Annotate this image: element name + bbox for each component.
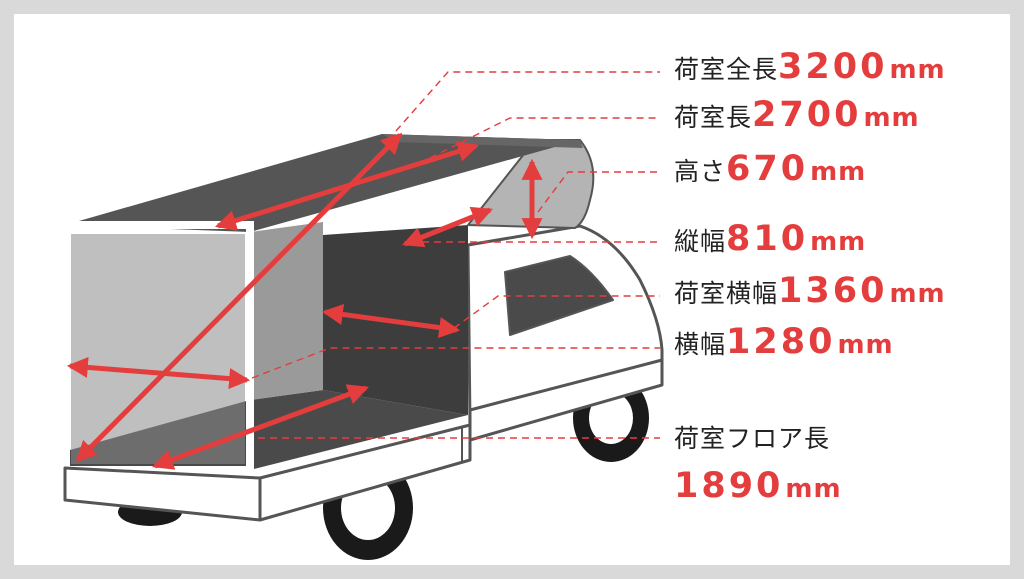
label-unit: mm — [889, 55, 946, 85]
label-unit: mm — [837, 330, 894, 360]
label-value: 1890 — [674, 466, 784, 506]
arrow-cargo-width — [321, 304, 461, 338]
label-name: 荷室フロア長 — [674, 424, 831, 453]
label-unit: mm — [785, 474, 842, 504]
label-name: 横幅 — [674, 330, 727, 359]
leader-height — [537, 171, 660, 213]
cargo-roof-top — [382, 134, 583, 148]
label-cargo-length: 荷室長2700mm — [674, 98, 920, 133]
arrow-depth — [402, 206, 493, 248]
label-value: 2700 — [752, 95, 862, 135]
label-name: 荷室長 — [674, 103, 753, 132]
label-cargo-width: 荷室横幅1360mm — [674, 274, 946, 309]
arrow-floor-length — [152, 384, 369, 470]
cab-window — [504, 255, 614, 336]
label-value: 670 — [726, 149, 809, 189]
arrow-width — [66, 356, 251, 390]
label-unit: mm — [810, 157, 867, 187]
label-height: 高さ670mm — [674, 152, 866, 187]
label-unit: mm — [889, 279, 946, 309]
label-cargo-total-length: 荷室全長3200mm — [674, 50, 946, 85]
label-width: 横幅1280mm — [674, 325, 894, 360]
label-floor-length: 荷室フロア長 1890mm — [674, 426, 842, 504]
label-depth: 縦幅810mm — [674, 222, 866, 257]
label-name: 縦幅 — [674, 227, 727, 256]
label-unit: mm — [863, 103, 920, 133]
dimension-arrows — [66, 132, 543, 470]
cargo-rear-opening — [71, 234, 245, 464]
label-value: 1360 — [778, 271, 888, 311]
label-name: 荷室横幅 — [674, 279, 779, 308]
leader-cargo-total-length — [387, 71, 660, 141]
label-value: 1280 — [726, 322, 836, 362]
leader-cargo-width — [453, 295, 660, 329]
label-name: 荷室全長 — [674, 55, 779, 84]
label-value: 3200 — [778, 47, 888, 87]
label-name: 高さ — [674, 157, 727, 186]
arrow-cargo-length — [214, 141, 480, 231]
label-unit: mm — [810, 227, 867, 257]
label-value: 810 — [726, 219, 809, 259]
